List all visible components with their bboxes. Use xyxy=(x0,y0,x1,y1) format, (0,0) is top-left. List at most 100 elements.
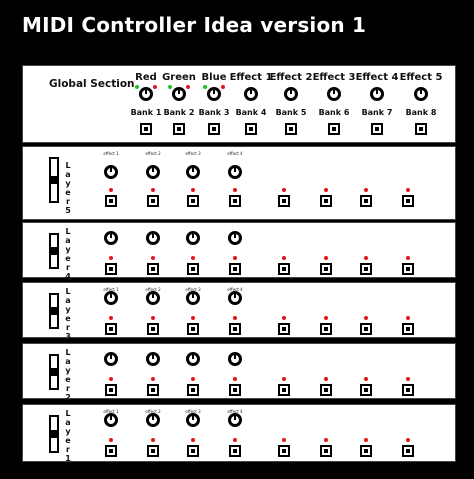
layer-button-7[interactable] xyxy=(360,384,372,396)
bank-button-2[interactable] xyxy=(173,123,185,135)
layer-fader[interactable] xyxy=(49,415,59,453)
red-led-icon xyxy=(364,316,368,320)
rotary-knob-icon[interactable] xyxy=(228,352,242,366)
layer-button-8[interactable] xyxy=(402,323,414,335)
rotary-knob-icon[interactable] xyxy=(104,165,118,179)
layer-button-7[interactable] xyxy=(360,323,372,335)
fader-cap-icon[interactable] xyxy=(51,307,57,315)
layer-fader[interactable] xyxy=(49,293,59,329)
bank-button-7[interactable] xyxy=(371,123,383,135)
rotary-knob-icon[interactable] xyxy=(284,87,298,101)
rotary-knob-icon[interactable] xyxy=(146,291,160,305)
red-led-icon xyxy=(191,188,195,192)
layer-button-7[interactable] xyxy=(360,445,372,457)
layer-fader[interactable] xyxy=(49,354,59,390)
fader-cap-icon[interactable] xyxy=(51,247,57,255)
layer-button-5[interactable] xyxy=(278,323,290,335)
rotary-knob-icon[interactable] xyxy=(414,87,428,101)
rotary-knob-icon[interactable] xyxy=(186,231,200,245)
rotary-knob-icon[interactable] xyxy=(244,87,258,101)
layer-button-2[interactable] xyxy=(147,323,159,335)
rotary-knob-icon[interactable] xyxy=(186,291,200,305)
bank-button-8[interactable] xyxy=(415,123,427,135)
layer-button-8[interactable] xyxy=(402,445,414,457)
fader-cap-icon[interactable] xyxy=(51,368,57,376)
fader-cap-icon[interactable] xyxy=(51,430,57,438)
red-led-icon xyxy=(191,438,195,442)
rotary-knob-icon[interactable] xyxy=(139,87,153,101)
bank-button-5[interactable] xyxy=(285,123,297,135)
layer-button-6[interactable] xyxy=(320,323,332,335)
layer-button-3[interactable] xyxy=(187,263,199,275)
fader-cap-icon[interactable] xyxy=(51,176,57,184)
global-bank-label: Bank 2 xyxy=(163,108,195,117)
layer-button-1[interactable] xyxy=(105,323,117,335)
rotary-knob-icon[interactable] xyxy=(186,165,200,179)
layer-button-1[interactable] xyxy=(105,445,117,457)
effect-label: effect 3 xyxy=(185,151,201,156)
rotary-knob-icon[interactable] xyxy=(172,87,186,101)
red-led-icon xyxy=(191,256,195,260)
red-led-icon xyxy=(151,438,155,442)
layer-button-5[interactable] xyxy=(278,445,290,457)
bank-button-3[interactable] xyxy=(208,123,220,135)
rotary-knob-icon[interactable] xyxy=(186,352,200,366)
rotary-knob-icon[interactable] xyxy=(327,87,341,101)
layer-label: Layer 2 xyxy=(65,348,71,402)
rotary-knob-icon[interactable] xyxy=(146,352,160,366)
rotary-knob-icon[interactable] xyxy=(228,291,242,305)
layer-button-4[interactable] xyxy=(229,384,241,396)
layer-button-2[interactable] xyxy=(147,195,159,207)
rotary-knob-icon[interactable] xyxy=(104,231,118,245)
rotary-knob-icon[interactable] xyxy=(104,291,118,305)
layer-button-6[interactable] xyxy=(320,445,332,457)
rotary-knob-icon[interactable] xyxy=(207,87,221,101)
layer-button-6[interactable] xyxy=(320,263,332,275)
layer-button-4[interactable] xyxy=(229,445,241,457)
red-led-icon xyxy=(364,377,368,381)
rotary-knob-icon[interactable] xyxy=(146,231,160,245)
layer-button-8[interactable] xyxy=(402,263,414,275)
red-led-icon xyxy=(406,188,410,192)
layer-button-7[interactable] xyxy=(360,195,372,207)
layer-fader[interactable] xyxy=(49,157,59,203)
layer-button-2[interactable] xyxy=(147,445,159,457)
rotary-knob-icon[interactable] xyxy=(186,413,200,427)
rotary-knob-icon[interactable] xyxy=(146,165,160,179)
layer-button-5[interactable] xyxy=(278,263,290,275)
rotary-knob-icon[interactable] xyxy=(104,413,118,427)
layer-button-8[interactable] xyxy=(402,384,414,396)
layer-button-5[interactable] xyxy=(278,384,290,396)
layer-button-1[interactable] xyxy=(105,263,117,275)
layer-button-6[interactable] xyxy=(320,195,332,207)
bank-button-1[interactable] xyxy=(140,123,152,135)
layer-button-4[interactable] xyxy=(229,263,241,275)
layer-button-6[interactable] xyxy=(320,384,332,396)
effect-label: effect 1 xyxy=(103,151,119,156)
layer-button-5[interactable] xyxy=(278,195,290,207)
layer-button-3[interactable] xyxy=(187,323,199,335)
bank-button-4[interactable] xyxy=(245,123,257,135)
rotary-knob-icon[interactable] xyxy=(146,413,160,427)
rotary-knob-icon[interactable] xyxy=(228,165,242,179)
layer-button-4[interactable] xyxy=(229,195,241,207)
red-led-icon xyxy=(191,377,195,381)
layer-button-3[interactable] xyxy=(187,384,199,396)
layer-button-4[interactable] xyxy=(229,323,241,335)
layer-button-1[interactable] xyxy=(105,195,117,207)
bank-button-6[interactable] xyxy=(328,123,340,135)
layer-fader[interactable] xyxy=(49,233,59,269)
layer-button-1[interactable] xyxy=(105,384,117,396)
layer-button-3[interactable] xyxy=(187,445,199,457)
red-led-icon xyxy=(233,316,237,320)
layer-button-3[interactable] xyxy=(187,195,199,207)
layer-button-2[interactable] xyxy=(147,263,159,275)
rotary-knob-icon[interactable] xyxy=(104,352,118,366)
layer-button-7[interactable] xyxy=(360,263,372,275)
rotary-knob-icon[interactable] xyxy=(370,87,384,101)
rotary-knob-icon[interactable] xyxy=(228,231,242,245)
rotary-knob-icon[interactable] xyxy=(228,413,242,427)
layer-button-8[interactable] xyxy=(402,195,414,207)
layer-button-2[interactable] xyxy=(147,384,159,396)
